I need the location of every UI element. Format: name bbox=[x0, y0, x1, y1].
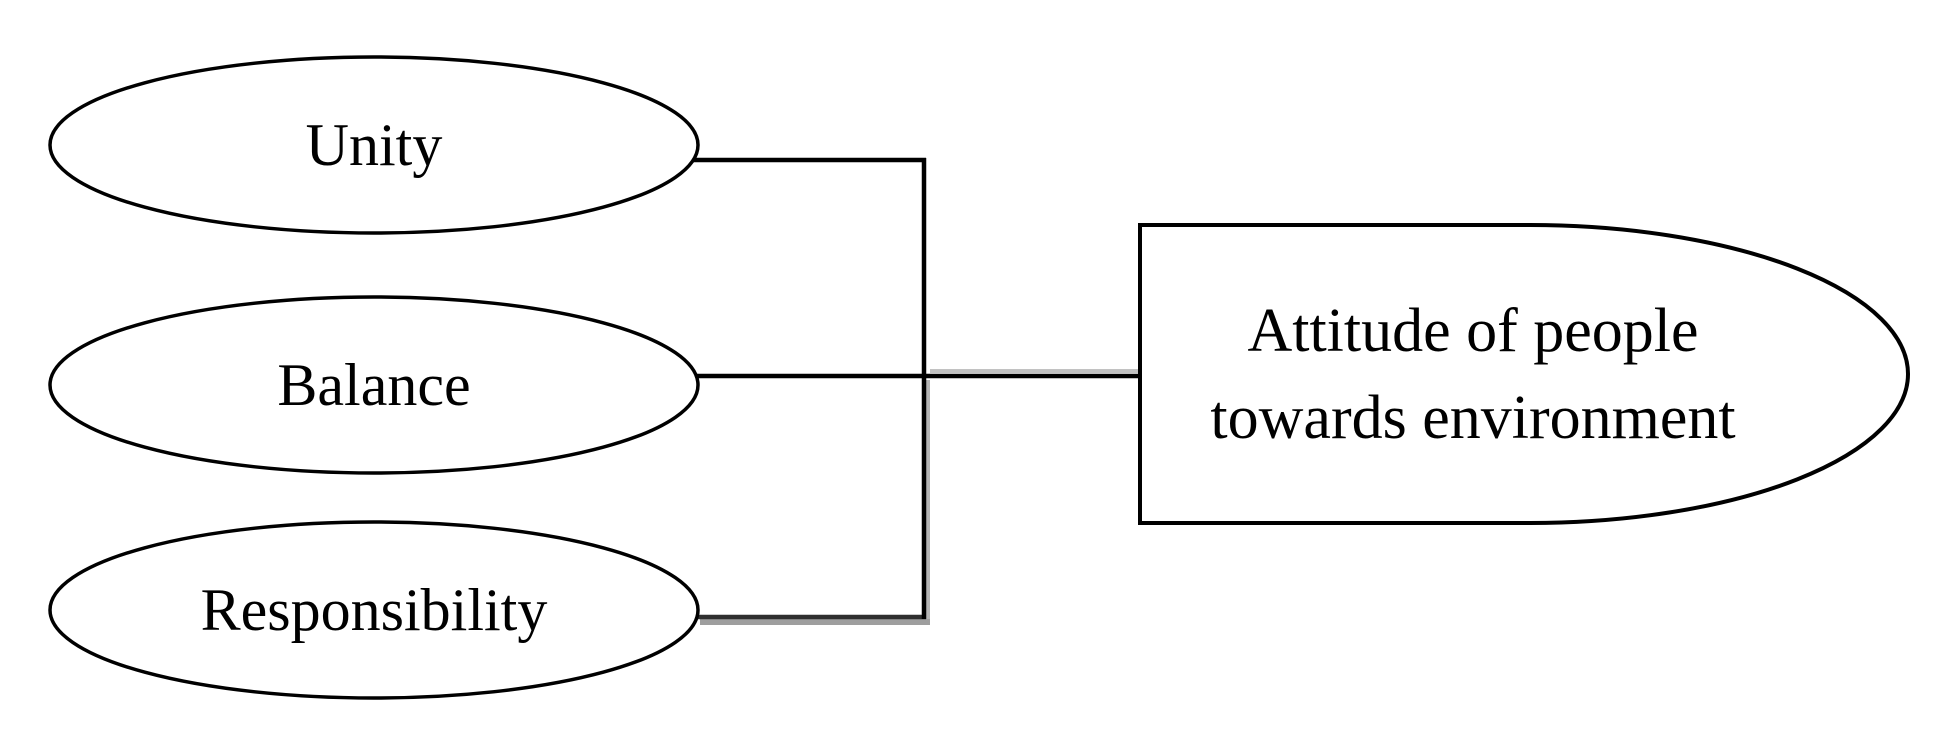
attitude-shape bbox=[1138, 223, 1911, 525]
unity-ellipse bbox=[48, 55, 700, 235]
connector-shadows bbox=[700, 369, 1140, 625]
connectors bbox=[688, 157, 1145, 620]
responsibility-ellipse bbox=[48, 520, 700, 700]
balance-ellipse bbox=[48, 295, 700, 475]
